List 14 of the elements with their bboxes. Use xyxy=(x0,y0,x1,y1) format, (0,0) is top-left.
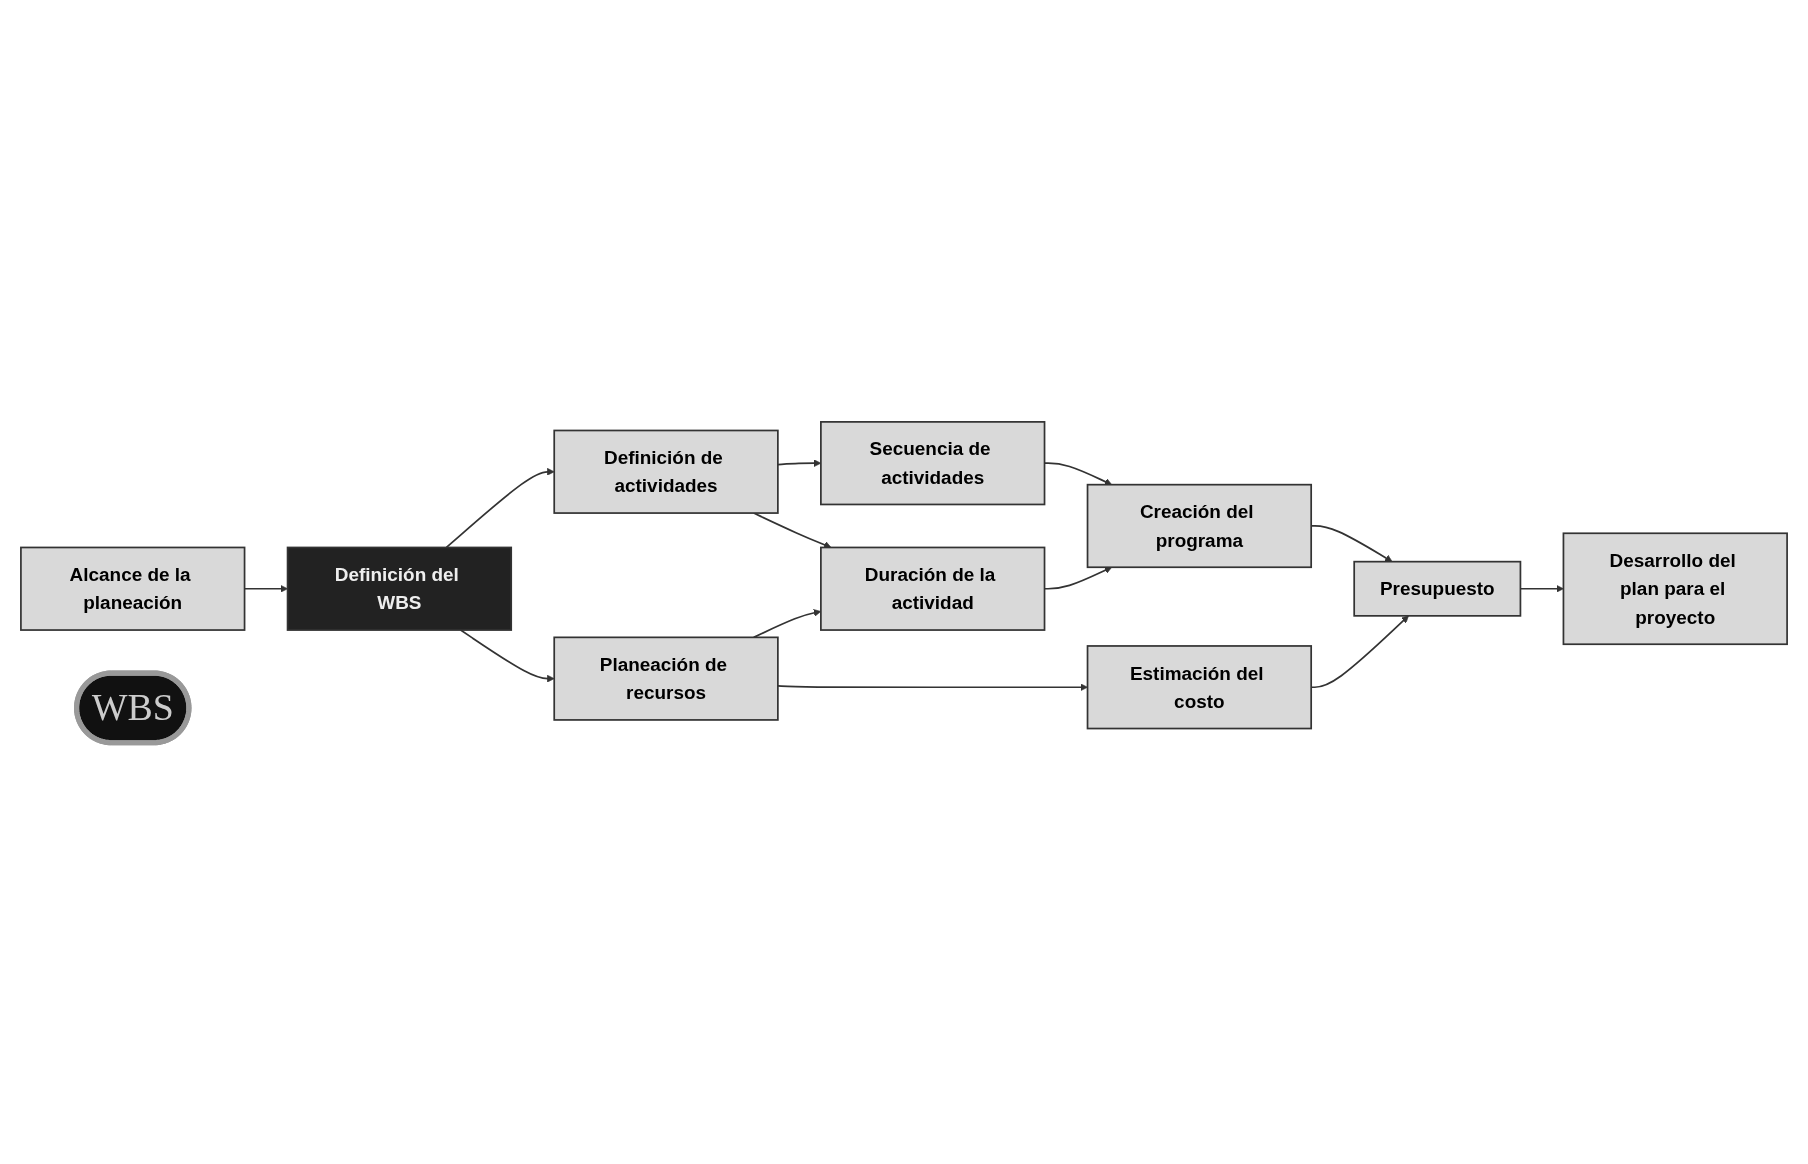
arrow xyxy=(752,511,832,549)
arrow xyxy=(777,683,1088,691)
node-box: Desarrollo del plan para el proyecto xyxy=(1562,532,1788,645)
arrow xyxy=(445,467,555,548)
node-box: Definición del WBS xyxy=(286,546,513,631)
node-box: Definición de actividades xyxy=(553,429,779,514)
node-box: Alcance de la planeación xyxy=(20,546,246,631)
node-box: Estimación del costo xyxy=(1086,644,1313,730)
node-box: Creación del programa xyxy=(1086,483,1313,568)
arrow xyxy=(459,628,555,683)
node-box: Presupuesto xyxy=(1353,560,1522,617)
node-box: Duración de la actividad xyxy=(820,546,1046,631)
node-box: Planeación de recursos xyxy=(553,636,779,721)
node-box: Secuencia de actividades xyxy=(820,420,1046,505)
